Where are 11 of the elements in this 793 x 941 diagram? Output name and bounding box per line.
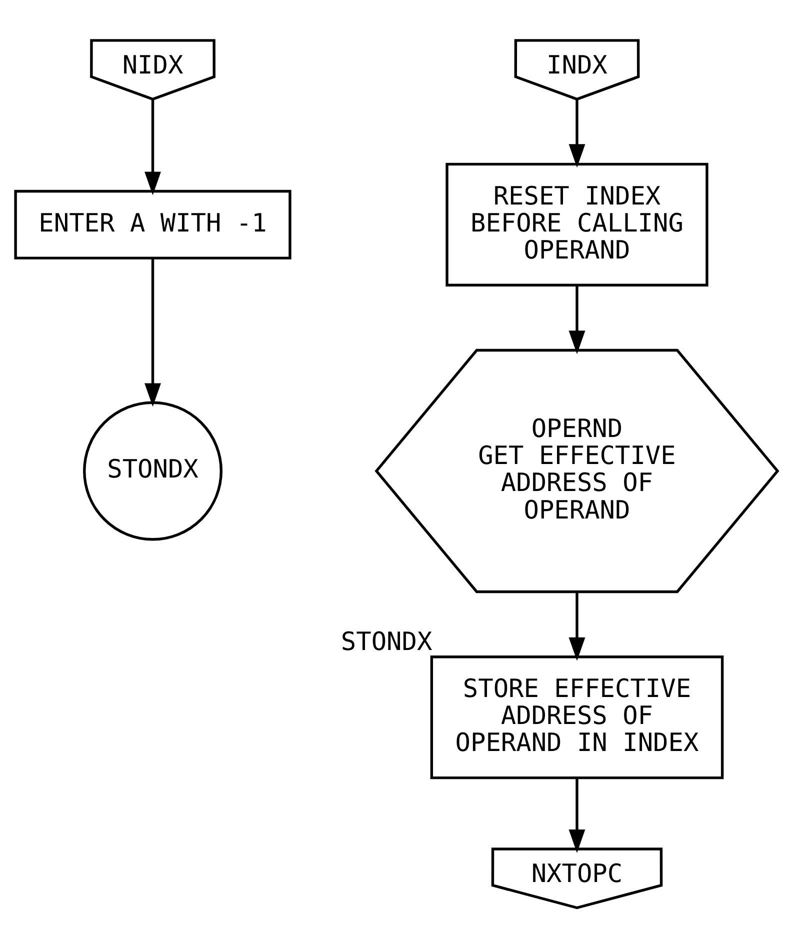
node-box: STORE EFFECTIVE ADDRESS OF OPERAND IN INDEX [430, 655, 724, 779]
arrow [568, 592, 586, 660]
node-box: RESET INDEX BEFORE CALLING OPERAND [446, 162, 708, 286]
arrow [144, 99, 161, 195]
arrow [568, 778, 586, 852]
node-box: ENTER A WITH -1 [14, 189, 292, 259]
arrow [568, 99, 586, 168]
arrow [144, 258, 161, 406]
arrow [568, 284, 586, 354]
node-label: STONDX [340, 626, 432, 656]
node-circle: STONDX [83, 400, 223, 540]
